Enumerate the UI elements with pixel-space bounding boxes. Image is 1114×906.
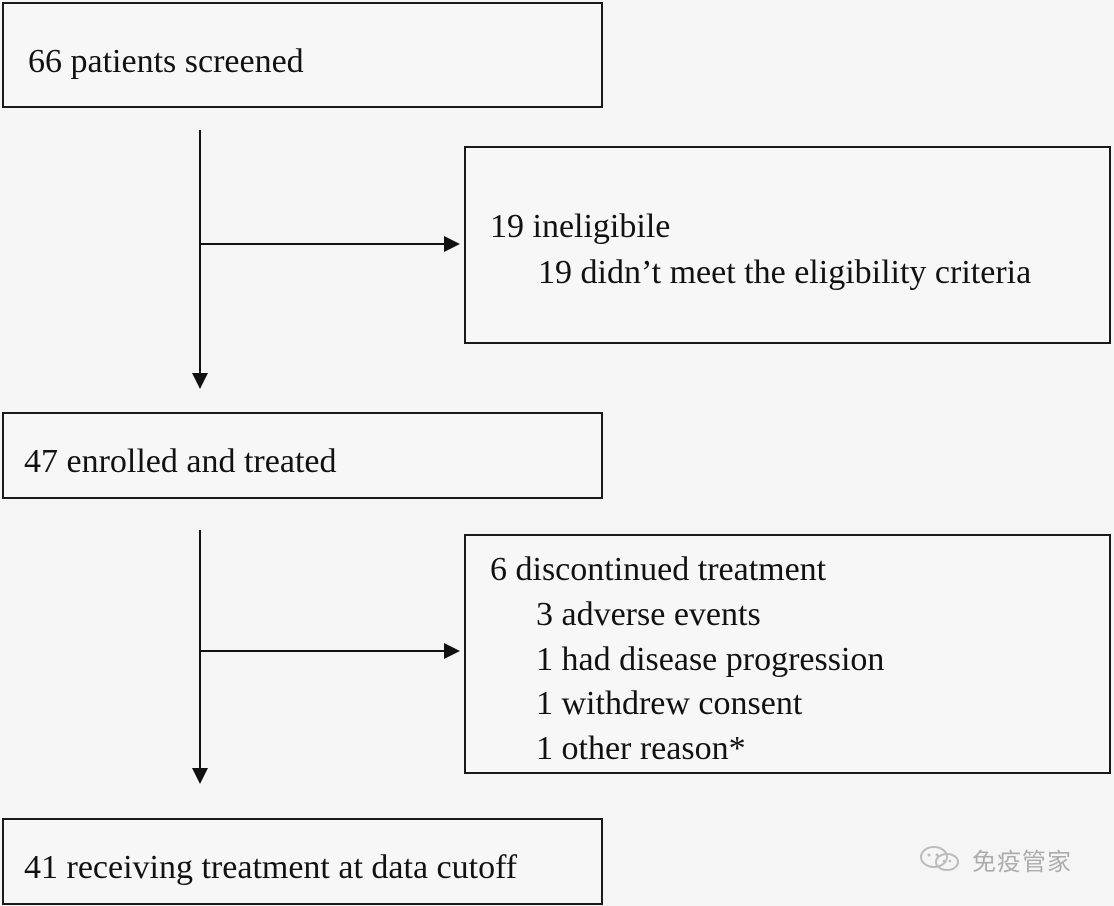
discontinued-reason-other: 1 other reason*: [536, 730, 746, 767]
discontinued-reason-progression: 1 had disease progression: [536, 641, 885, 678]
enrolled-text: 47 enrolled and treated: [24, 443, 337, 480]
discontinued-reason-withdrew-consent: 1 withdrew consent: [536, 685, 803, 722]
enrolled-box: 47 enrolled and treated: [2, 412, 603, 499]
watermark: 免疫管家: [918, 842, 1078, 876]
ineligible-box: 19 ineligibile 19 didn’t meet the eligib…: [464, 146, 1111, 344]
discontinued-title: 6 discontinued treatment: [490, 551, 827, 588]
screened-text: 66 patients screened: [28, 43, 304, 80]
discontinued-reason-adverse-events: 3 adverse events: [536, 596, 761, 633]
discontinued-box: 6 discontinued treatment 3 adverse event…: [464, 534, 1111, 774]
ineligible-reason: 19 didn’t meet the eligibility criteria: [538, 254, 1032, 291]
receiving-text: 41 receiving treatment at data cutoff: [24, 849, 518, 886]
wechat-icon: [920, 846, 959, 871]
receiving-box: 41 receiving treatment at data cutoff: [2, 818, 603, 905]
screened-box: 66 patients screened: [2, 2, 603, 108]
ineligible-title: 19 ineligibile: [490, 208, 671, 245]
watermark-text: 免疫管家: [972, 847, 1072, 876]
